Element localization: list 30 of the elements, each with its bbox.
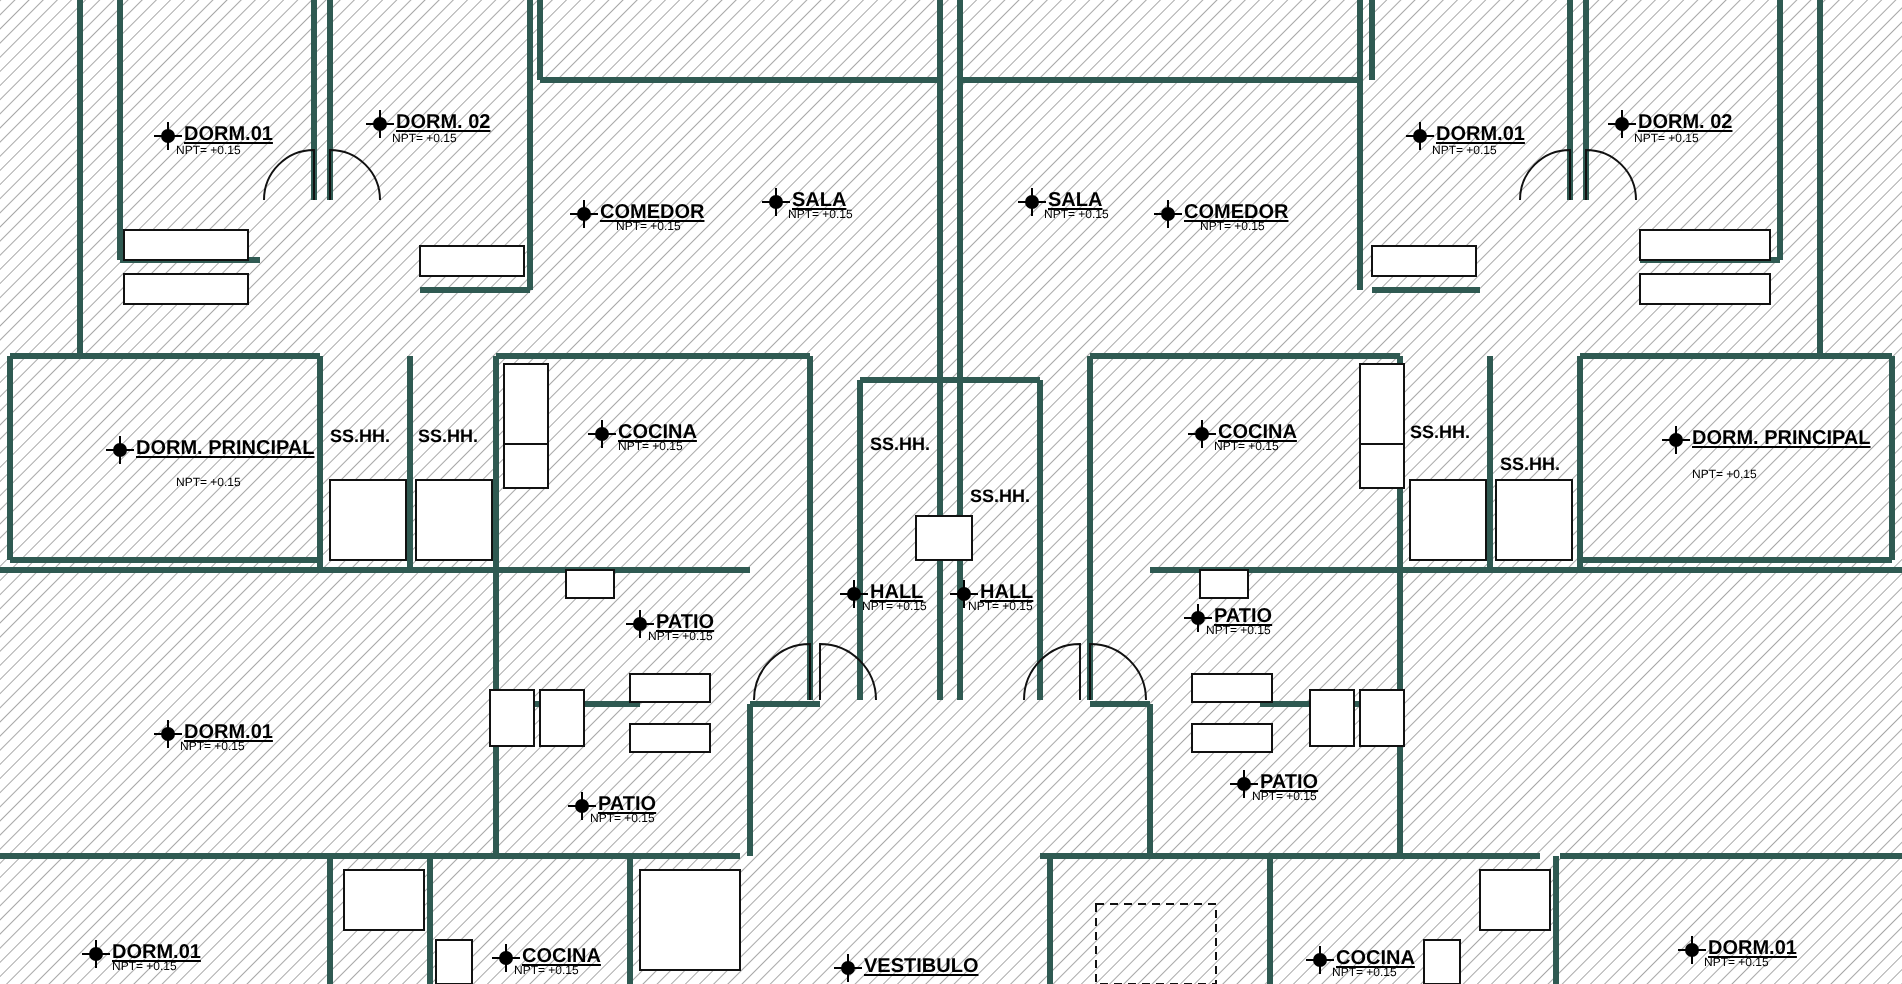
- room-name: DORM. PRINCIPAL: [1692, 428, 1871, 450]
- room-name: DORM. 02: [1638, 112, 1733, 134]
- room-name: DORM.01: [184, 124, 273, 146]
- room-name: HALL: [980, 582, 1034, 604]
- room-name: PATIO: [1214, 606, 1273, 628]
- room-name: DORM.01: [1708, 938, 1797, 960]
- room-name: COCINA: [1218, 422, 1297, 444]
- room-name: SALA: [1048, 190, 1103, 212]
- room-name: PATIO: [1260, 772, 1319, 794]
- room-name: DORM.01: [184, 722, 273, 744]
- room-name: COMEDOR: [600, 202, 705, 224]
- room-name: DORM. 02: [396, 112, 491, 134]
- room-name: SS.HH.: [970, 486, 1031, 508]
- room-name: COCINA: [618, 422, 697, 444]
- room-name: DORM.01: [1436, 124, 1525, 146]
- room-name: SS.HH.: [870, 434, 931, 456]
- room-name: DORM. PRINCIPAL: [136, 438, 315, 460]
- room-name: SS.HH.: [1410, 422, 1471, 444]
- room-name: SS.HH.: [418, 426, 479, 448]
- room-name: PATIO: [598, 794, 657, 816]
- room-name: DORM.01: [112, 942, 201, 964]
- room-name: SS.HH.: [1500, 454, 1561, 476]
- room-name: COCINA: [1336, 948, 1415, 970]
- room-name: SS.HH.: [330, 426, 391, 448]
- room-name: SALA: [792, 190, 847, 212]
- room-name: HALL: [870, 582, 924, 604]
- room-name: COMEDOR: [1184, 202, 1289, 224]
- room-name: PATIO: [656, 612, 715, 634]
- room-name: COCINA: [522, 946, 601, 968]
- room-name: VESTIBULO: [864, 956, 979, 978]
